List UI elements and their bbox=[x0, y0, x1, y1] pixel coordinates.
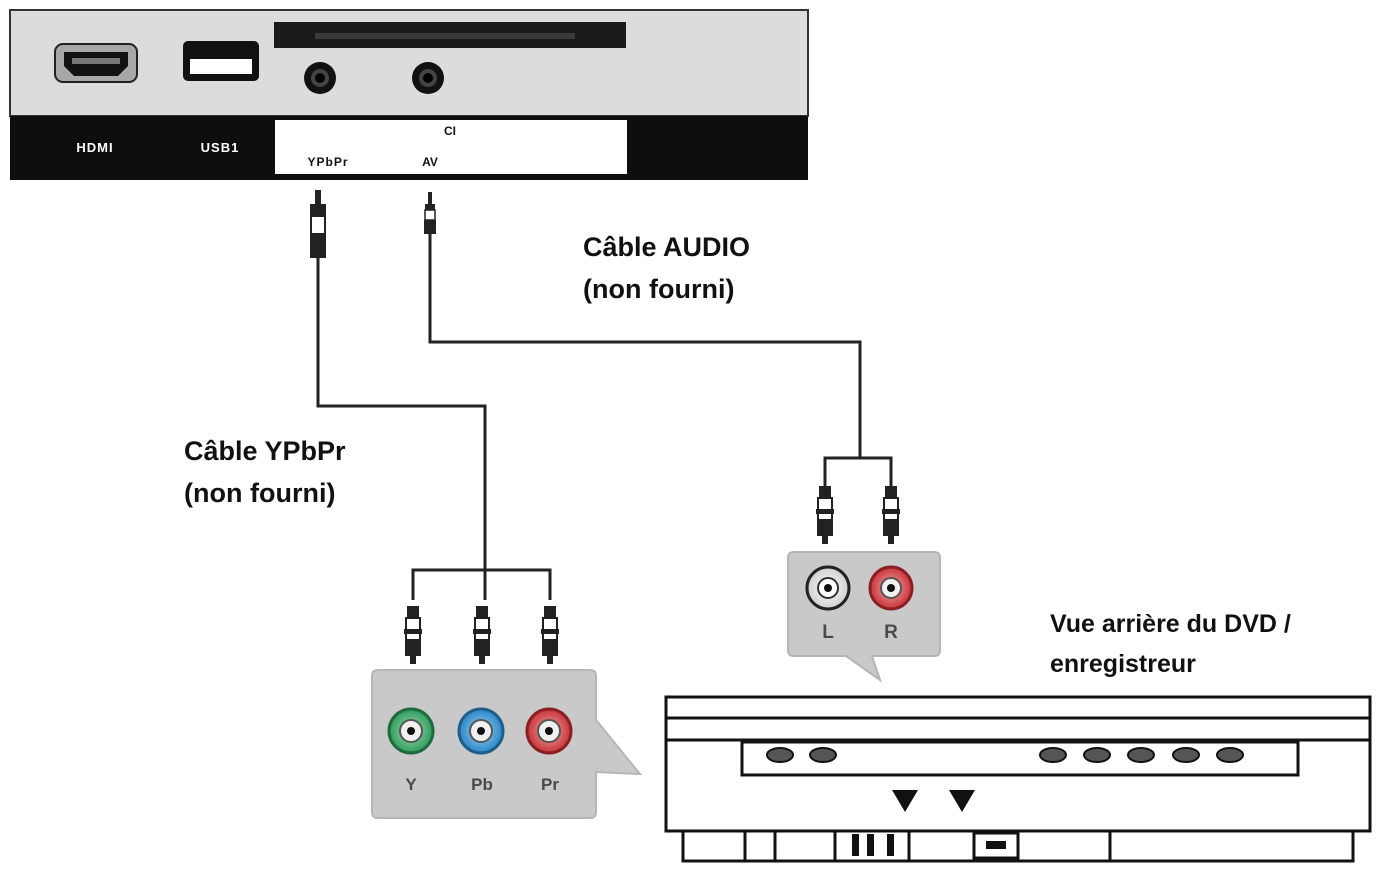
jack-pr-label: Pr bbox=[541, 775, 559, 794]
ci-slot bbox=[274, 22, 626, 48]
jack-y bbox=[387, 707, 435, 755]
ypbpr-cable bbox=[316, 258, 552, 600]
audio-cable-caption-line1: Câble AUDIO bbox=[583, 232, 751, 262]
jack-pr bbox=[525, 707, 573, 755]
ypbpr-cable-caption: Câble YPbPr (non fourni) bbox=[184, 430, 346, 514]
hdmi-label: HDMI bbox=[76, 140, 113, 155]
dvd-recorder bbox=[664, 695, 1372, 863]
jack-y-label: Y bbox=[405, 775, 417, 794]
ci-label-area bbox=[275, 120, 627, 174]
audio-mini-plug bbox=[424, 192, 436, 234]
dvd-caption: Vue arrière du DVD / enregistreur bbox=[1050, 604, 1291, 684]
audio-jack-callout: L R bbox=[787, 551, 941, 683]
audio-cable-caption-line2: (non fourni) bbox=[583, 274, 735, 304]
tv-rear-panel: HDMI USB1 CI YPbPr AV bbox=[9, 9, 809, 180]
dvd-connector-strip bbox=[740, 740, 1300, 777]
usb-label: USB1 bbox=[201, 140, 240, 155]
av-jack bbox=[412, 62, 444, 94]
audio-plug-l bbox=[815, 485, 835, 545]
ci-label: CI bbox=[444, 124, 456, 138]
dvd-caption-line2: enregistreur bbox=[1050, 650, 1196, 678]
jack-r-label: R bbox=[884, 622, 898, 643]
component-plug-pb bbox=[472, 605, 492, 665]
jack-pb bbox=[457, 707, 505, 755]
audio-cable-caption: Câble AUDIO (non fourni) bbox=[583, 226, 750, 310]
jack-l-label: L bbox=[822, 622, 834, 643]
component-plug-pr bbox=[540, 605, 560, 665]
jack-r bbox=[868, 565, 914, 611]
ypbpr-cable-caption-line1: Câble YPbPr bbox=[184, 436, 346, 466]
component-plug-y bbox=[403, 605, 423, 665]
ypbpr-jack bbox=[304, 62, 336, 94]
component-jack-callout: Y Pb Pr bbox=[371, 669, 643, 819]
audio-plug-r bbox=[881, 485, 901, 545]
ypbpr-label: YPbPr bbox=[307, 155, 348, 169]
usb-port bbox=[183, 41, 259, 81]
hdmi-port bbox=[54, 43, 138, 83]
jack-pb-label: Pb bbox=[471, 775, 493, 794]
ypbpr-cable-caption-line2: (non fourni) bbox=[184, 478, 336, 508]
av-label: AV bbox=[422, 155, 438, 169]
jack-l bbox=[805, 565, 851, 611]
dvd-details bbox=[766, 747, 1244, 860]
dvd-caption-line1: Vue arrière du DVD / bbox=[1050, 610, 1291, 638]
audio-cable bbox=[428, 232, 893, 486]
ypbpr-mini-plug bbox=[310, 190, 326, 258]
